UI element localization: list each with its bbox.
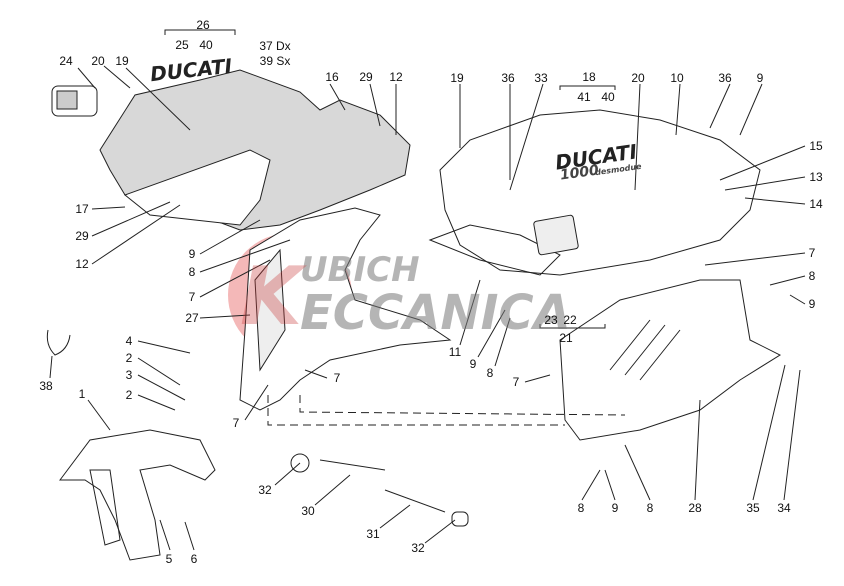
part-outlines — [46, 29, 806, 561]
part-label: 17 — [75, 202, 89, 216]
part-label: 8 — [486, 366, 494, 380]
part-label: 12 — [389, 70, 403, 84]
part-label: 28 — [688, 501, 702, 515]
part-label: 40 — [199, 38, 213, 52]
part-label: 18 — [582, 70, 596, 84]
part-label: 20 — [631, 71, 645, 85]
part-label: 40 — [601, 90, 615, 104]
watermark-logo-letter: K — [240, 250, 302, 343]
part-label: 16 — [325, 70, 339, 84]
part-label: 8 — [808, 269, 816, 283]
part-label: 9 — [808, 297, 816, 311]
part-label: 7 — [512, 375, 520, 389]
part-label: 33 — [534, 71, 548, 85]
part-label: 1 — [78, 387, 86, 401]
watermark-line2: ECCANICA — [300, 285, 571, 341]
part-label: 34 — [777, 501, 791, 515]
watermark-line1: UBICH — [300, 250, 420, 290]
part-label: 9 — [469, 357, 477, 371]
part-label: 39 Sx — [259, 54, 291, 68]
part-label: 19 — [115, 54, 129, 68]
part-label: 27 — [185, 311, 199, 325]
part-label: 12 — [75, 257, 89, 271]
part-label: 13 — [809, 170, 823, 184]
part-label: 29 — [359, 70, 373, 84]
part-label: 3 — [125, 368, 133, 382]
part-label: 35 — [746, 501, 760, 515]
part-label: 38 — [39, 379, 53, 393]
part-label: 22 — [563, 313, 577, 327]
part-label: 36 — [718, 71, 732, 85]
part-label: 8 — [188, 265, 196, 279]
part-label: 36 — [501, 71, 515, 85]
part-label: 7 — [188, 290, 196, 304]
part-label: 32 — [258, 483, 272, 497]
part-label: 31 — [366, 527, 380, 541]
part-label: 9 — [611, 501, 619, 515]
part-label: 30 — [301, 504, 315, 518]
part-label: 8 — [577, 501, 585, 515]
part-label: 5 — [165, 552, 173, 566]
part-label: 20 — [91, 54, 105, 68]
part-label: 2 — [125, 351, 133, 365]
part-label: 37 Dx — [259, 39, 291, 53]
part-label: 2 — [125, 388, 133, 402]
part-label: 6 — [190, 552, 198, 566]
part-label: 26 — [196, 18, 210, 32]
part-label: 4 — [125, 334, 133, 348]
part-label: 10 — [670, 71, 684, 85]
part-label: 7 — [333, 371, 341, 385]
part-label: 23 — [544, 313, 558, 327]
part-label: 7 — [232, 416, 240, 430]
part-label: 9 — [756, 71, 764, 85]
part-label: 19 — [450, 71, 464, 85]
part-label: 14 — [809, 197, 823, 211]
part-label: 41 — [577, 90, 591, 104]
part-label: 21 — [559, 331, 573, 345]
part-label: 9 — [188, 247, 196, 261]
part-label: 11 — [448, 345, 462, 359]
part-label: 25 — [175, 38, 189, 52]
part-label: 32 — [411, 541, 425, 555]
part-label: 15 — [809, 139, 823, 153]
part-label: 29 — [75, 229, 89, 243]
part-label: 8 — [646, 501, 654, 515]
part-label: 24 — [59, 54, 73, 68]
part-label: 7 — [808, 246, 816, 260]
